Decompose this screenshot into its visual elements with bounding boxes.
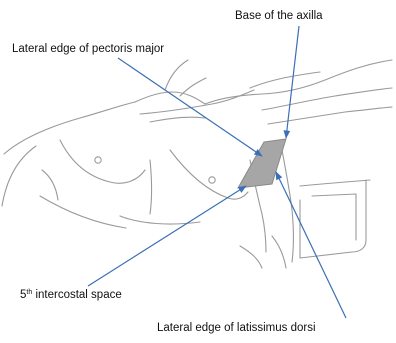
arrow-base-axilla	[286, 26, 299, 138]
lower-torso-line	[240, 246, 262, 268]
arrow-intercostal	[88, 186, 246, 286]
arrow-pectoralis	[118, 58, 262, 156]
bed-support-top	[300, 180, 370, 186]
arrows	[88, 26, 346, 318]
bed-support-inner	[312, 194, 356, 240]
left-shoulder-line	[4, 102, 135, 154]
nipple-left	[95, 157, 101, 163]
triangle-of-safety	[238, 139, 286, 188]
label-base-of-axilla: Base of the axilla	[235, 10, 323, 23]
clavicle-line-2	[150, 117, 205, 122]
left-arm-line	[2, 146, 36, 206]
lower-torso-line-2	[272, 236, 286, 268]
left-flank-line	[40, 196, 126, 228]
label-pectoralis-edge: Lateral edge of pectoris major	[12, 43, 164, 56]
neck-shadow	[165, 60, 206, 96]
nipple-right	[209, 177, 215, 183]
label-intercostal-space: 5th intercostal space	[20, 289, 122, 302]
left-arm-crease	[42, 170, 58, 200]
pillow-line	[205, 60, 392, 104]
intercostal-text: intercostal space	[32, 289, 122, 301]
breast-left	[60, 140, 145, 183]
arrow-latissimus	[276, 172, 346, 318]
body-outline	[2, 60, 392, 268]
raised-arm-upper	[262, 88, 392, 110]
raised-arm-lower	[268, 107, 392, 124]
label-latissimus-edge: Lateral edge of latissimus dorsi	[157, 322, 316, 335]
midline-line	[150, 160, 152, 214]
